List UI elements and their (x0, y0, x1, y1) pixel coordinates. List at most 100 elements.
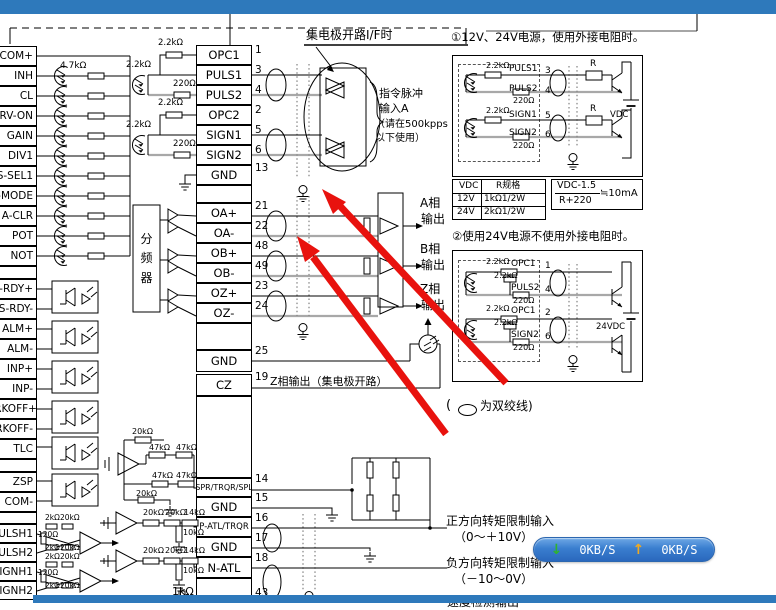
connector-cell-sign1: SIGN1 (196, 125, 252, 145)
pin-number: 5 (255, 124, 262, 136)
connector-cell-ob-plus: OB+ (196, 243, 252, 263)
terminal-inp-plus: INP+ (0, 359, 37, 379)
drive-internal-dash-box (458, 64, 540, 162)
resistor-value: 10kΩ (183, 528, 204, 537)
connector-cell-oz-plus: OZ+ (196, 283, 252, 303)
upload-speed: 0KB/S (661, 542, 698, 557)
terminal-com-minus: COM- (0, 492, 37, 512)
terminal-blank (0, 459, 37, 472)
terminal-brkoff-minus: BRKOFF- (0, 419, 37, 439)
pin-number: 24 (255, 300, 269, 312)
connector-cell-gnd25: GND (196, 350, 252, 372)
resistor-value: 2kΩ (45, 581, 60, 590)
connector-cell-oa-minus: OA- (196, 223, 252, 243)
resistor-value: 20kΩ (132, 427, 153, 436)
pin-number: 21 (255, 200, 269, 212)
connector-cell-spr: SPR/TRQR/SPL (196, 478, 252, 497)
pin-number: 1 (255, 44, 262, 56)
cmd-pulse-note: 以下使用） (375, 133, 425, 144)
no-resistor-circuit-box (452, 250, 643, 382)
resistor-value: 220Ω (513, 343, 535, 352)
terminal-vs-sel1: VS-SEL1 (0, 166, 37, 186)
connector-cell-sign2: SIGN2 (196, 145, 252, 165)
pin-number: 48 (255, 240, 269, 252)
resistor-spec-table (452, 179, 546, 220)
cmd-pulse-note: 输入A (379, 102, 409, 115)
resistor-value: 120Ω (38, 568, 59, 577)
download-speed: 0KB/S (579, 542, 616, 557)
resistor-value: 2.2kΩ (158, 38, 183, 48)
resistor-value: 2.2kΩ (486, 106, 510, 115)
connector-cell-oz-minus: OZ- (196, 303, 252, 323)
open-collector-note: 集电极开路I/F时 (306, 28, 393, 42)
phase-a-output-label: A相 (420, 196, 441, 210)
panel-title-1: ①12V、24V电源，使用外接电阻时。 (451, 30, 645, 44)
connector-cell-gnd17: GND (196, 537, 252, 557)
resistor-value: 47kΩ (149, 443, 170, 452)
panel-pin: 5 (545, 111, 551, 121)
supply-label: 24VDC (596, 322, 626, 332)
resistor-value: 220Ω (173, 139, 196, 149)
panel-signal-label: PULS2 (509, 84, 538, 94)
terminal-gain: GAIN (0, 126, 37, 146)
pin-number: 13 (255, 162, 269, 174)
output-label: 输出 (421, 212, 446, 226)
pin-number: 2 (255, 104, 262, 116)
resistor-value: 2.2kΩ (126, 120, 151, 130)
panel-pin: 6 (545, 130, 551, 140)
terminal-pulsh2: PULSH2 (0, 543, 37, 562)
connector-cell-n-atl: N-ATL (196, 557, 252, 578)
pin-number: 19 (255, 371, 269, 383)
formula-result: ≒10mA (600, 188, 638, 199)
external-resistor-label: R (590, 59, 597, 69)
pin-number: 17 (255, 532, 269, 544)
download-icon: ↓ (550, 541, 563, 558)
twisted-pair-symbol (458, 404, 477, 416)
resistor-value: 220Ω (513, 141, 535, 150)
z-open-collector-note: Z相输出（集电极开路） (270, 375, 388, 388)
table-cell: 1kΩ1/2W (484, 194, 526, 204)
resistor-value: 20kΩ (165, 546, 186, 555)
terminal-pulsh1: PULSH1 (0, 524, 37, 543)
resistor-value: 2kΩ (45, 513, 60, 522)
frequency-divider-text: 分频器 (140, 232, 153, 285)
cmd-pulse-note: （请在500kpps (375, 119, 448, 130)
terminal-signh2: SIGNH2 (0, 581, 37, 600)
connector-cell-cz: CZ (196, 374, 252, 396)
resistor-value: 14kΩ (184, 508, 205, 517)
resistor-value: 20kΩ (60, 581, 80, 590)
terminal-a-clr: A-CLR (0, 206, 37, 226)
top-window-bar (0, 0, 776, 14)
terminal-div1: DIV1 (0, 146, 37, 166)
terminal-c-mode: C-MODE (0, 186, 37, 206)
resistor-value: 2kΩ (45, 543, 60, 552)
bottom-window-bar (33, 595, 776, 603)
fraction-bar (555, 193, 600, 194)
panel-signal-label: PULS1 (509, 64, 538, 74)
connector-cell-opc1: OPC1 (196, 45, 252, 65)
connector-cell-opc2: OPC2 (196, 105, 252, 125)
resistor-value: 1kΩ (172, 585, 194, 598)
network-speed-widget[interactable]: ↓ 0KB/S ↑ 0KB/S (533, 537, 715, 562)
resistor-value: 4.7kΩ (60, 61, 87, 71)
pos-torque-range: （0～＋10V） (454, 530, 534, 544)
twisted-pair-note: 为双绞线) (480, 399, 533, 413)
pin-number: 25 (255, 345, 269, 357)
panel-signal-label: PULS2 (511, 283, 540, 293)
pin-number: 4 (255, 84, 262, 96)
table-header-vdc: VDC (459, 181, 479, 191)
table-cell: 12V (457, 194, 475, 204)
connector-cell-blank (196, 323, 252, 350)
resistor-value: 2.2kΩ (494, 318, 518, 327)
terminal-s-rdy-plus: S-RDY+ (0, 279, 37, 299)
pos-torque-limit-note: 正方向转矩限制输入 (446, 514, 555, 528)
formula-numerator: VDC-1.5 (557, 180, 596, 191)
neg-torque-range: （－10～0V） (454, 572, 534, 586)
resistor-value: 2.2kΩ (158, 98, 183, 108)
panel-signal-label: OPC1 (511, 259, 536, 269)
supply-label: VDC (610, 110, 629, 120)
phase-b-output-label: B相 (420, 242, 441, 256)
terminal-inh: INH (0, 66, 37, 86)
